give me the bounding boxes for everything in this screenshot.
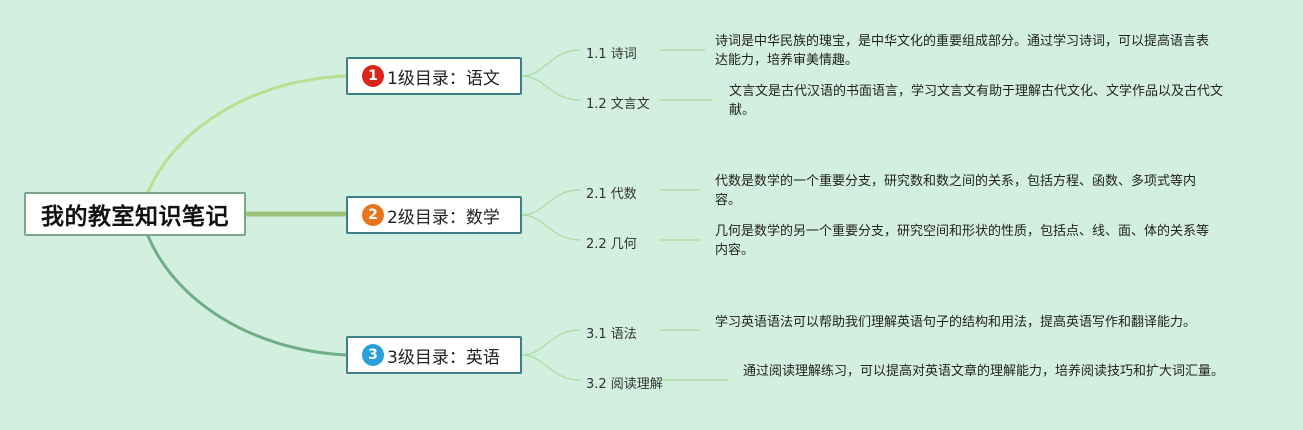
connector-root-branch3 — [146, 234, 348, 357]
topic-node-reading[interactable]: 3.2 阅读理解 — [586, 377, 663, 392]
number-badge-icon: 2 — [362, 204, 384, 226]
connector-branch1-topic1 — [521, 49, 581, 77]
topic-node-algebra[interactable]: 2.1 代数 — [586, 187, 637, 202]
connector-branch2-topic2 — [521, 214, 581, 241]
branch-node-english[interactable]: 3 3级目录：英语 — [346, 336, 522, 374]
branch-label: 1级目录：语文 — [387, 68, 500, 89]
connector-branch1-topic2 — [521, 75, 581, 101]
number-badge-icon: 1 — [362, 65, 384, 87]
branch-node-math[interactable]: 2 2级目录：数学 — [346, 196, 522, 234]
number-badge-icon: 3 — [362, 344, 384, 366]
note-poetry: 诗词是中华民族的瑰宝，是中华文化的重要组成部分。通过学习诗词，可以提高语言表达能… — [715, 34, 1210, 68]
topic-node-classical-chinese[interactable]: 1.2 文言文 — [586, 97, 650, 112]
branch-label: 3级目录：英语 — [387, 347, 500, 368]
topic-node-geometry[interactable]: 2.2 几何 — [586, 237, 637, 252]
topic-node-grammar[interactable]: 3.1 语法 — [586, 327, 637, 342]
branch-node-chinese[interactable]: 1 1级目录：语文 — [346, 57, 522, 95]
branch-label: 2级目录：数学 — [387, 207, 500, 228]
connector-root-branch1 — [146, 74, 348, 194]
note-grammar: 学习英语语法可以帮助我们理解英语句子的结构和用法，提高英语写作和翻译能力。 — [715, 315, 1197, 330]
connector-branch2-topic1 — [521, 189, 581, 216]
root-node[interactable]: 我的教室知识笔记 — [24, 192, 246, 236]
connector-branch3-topic2 — [521, 354, 581, 381]
topic-node-poetry[interactable]: 1.1 诗词 — [586, 47, 637, 62]
note-classical-chinese: 文言文是古代汉语的书面语言，学习文言文有助于理解古代文化、文学作品以及古代文献。 — [729, 84, 1224, 118]
connector-branch3-topic1 — [521, 329, 581, 356]
note-algebra: 代数是数学的一个重要分支，研究数和数之间的关系，包括方程、函数、多项式等内容。 — [715, 174, 1197, 208]
note-reading: 通过阅读理解练习，可以提高对英语文章的理解能力，培养阅读技巧和扩大词汇量。 — [743, 364, 1225, 379]
note-geometry: 几何是数学的另一个重要分支，研究空间和形状的性质，包括点、线、面、体的关系等内容… — [715, 224, 1210, 258]
